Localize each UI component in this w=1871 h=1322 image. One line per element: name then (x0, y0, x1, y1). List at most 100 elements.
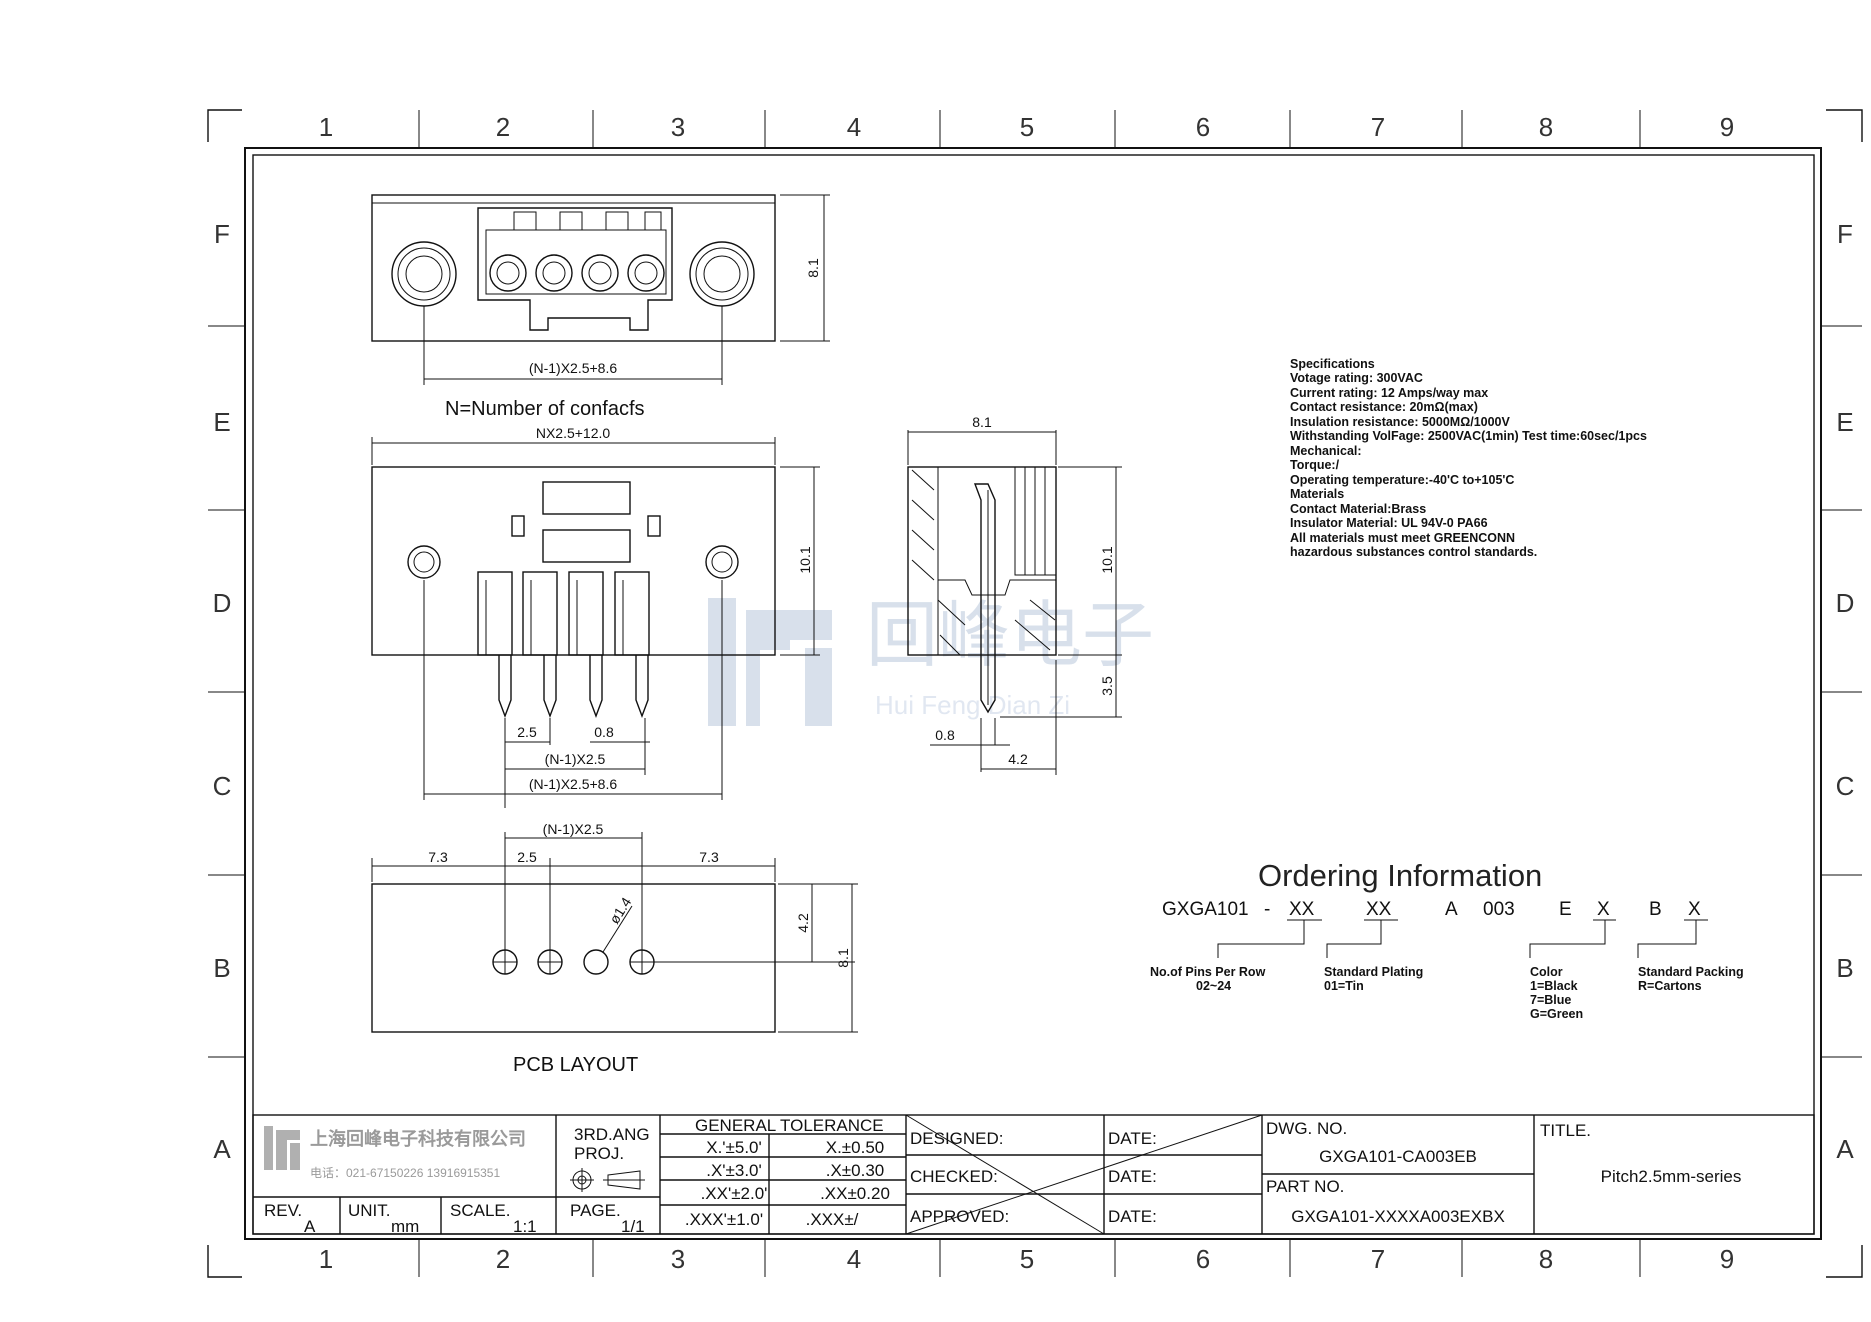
ordering-legend-pins: No.of Pins Per Row (1150, 965, 1266, 979)
ordering-field-plating: XX (1366, 899, 1392, 920)
pin (498, 655, 512, 718)
end-view: 8.1 10.1 3.5 0.8 4.2 (907, 414, 1122, 775)
zone-row-f: F (1837, 219, 1853, 249)
side-dim-top: NX2.5+12.0 (536, 425, 611, 441)
zone-row-c: C (1836, 771, 1855, 801)
pin (589, 655, 603, 718)
unit-value: mm (391, 1217, 419, 1236)
zone-row-a: A (213, 1134, 231, 1164)
housing-slot (568, 571, 604, 656)
scale-label: SCALE. (450, 1201, 510, 1220)
tolerance-linear: X.±0.50 (826, 1138, 884, 1157)
ordering-legend-plating: Standard Plating (1324, 965, 1423, 979)
spec-line: Specifications (1290, 357, 1375, 371)
zone-col-2: 2 (496, 1244, 510, 1274)
tolerance-linear: .XX±0.20 (820, 1184, 890, 1203)
pcb-dim-height: 8.1 (835, 948, 851, 968)
ordering-legend-packing: Standard Packing (1638, 965, 1744, 979)
spec-line: Contact resistance: 20mΩ(max) (1290, 400, 1478, 414)
ordering-legend-color-black: 1=Black (1530, 979, 1578, 993)
front-dim-height: 8.1 (805, 258, 821, 278)
ordering-prefix: GXGA101 (1162, 899, 1249, 920)
watermark-brand-cn: 回峰电子 (866, 596, 1154, 676)
tolerance-angle: .XXX'±1.0' (685, 1210, 763, 1229)
spec-line: Insulator Material: UL 94V-0 PA66 (1290, 516, 1488, 530)
approved-label: APPROVED: (910, 1207, 1009, 1226)
ordering-field-pins: XX (1289, 899, 1315, 920)
zone-col-5: 5 (1020, 1244, 1034, 1274)
ordering-code-a: A (1445, 899, 1458, 920)
pcb-dim-row: 4.2 (795, 913, 811, 933)
rev-value: A (304, 1217, 316, 1236)
ordering-field-color: X (1597, 899, 1610, 920)
designed-label: DESIGNED: (910, 1129, 1004, 1148)
spec-line: hazardous substances control standards. (1290, 545, 1537, 559)
ordering-information: Ordering Information GXGA101 - XX XX A 0… (1150, 858, 1744, 1021)
ordering-code-003: 003 (1483, 899, 1515, 920)
spec-line: All materials must meet GREENCONN (1290, 531, 1515, 545)
pcb-dim-hole: ø1.4 (606, 894, 635, 926)
ordering-code-e: E (1559, 899, 1572, 920)
zone-col-3: 3 (671, 112, 685, 142)
ordering-legend-color-green: G=Green (1530, 1007, 1583, 1021)
checked-date-label: DATE: (1108, 1167, 1157, 1186)
zone-row-b: B (213, 953, 230, 983)
scale-value: 1:1 (513, 1217, 537, 1236)
zone-col-1: 1 (319, 112, 333, 142)
part-no-label: PART NO. (1266, 1177, 1344, 1196)
tolerance-angle: .X'±3.0' (706, 1161, 762, 1180)
zone-column-labels-top: 1 2 3 4 5 6 7 8 9 (319, 112, 1734, 142)
front-dim-bottom: (N-1)X2.5+8.6 (529, 360, 618, 376)
checked-label: CHECKED: (910, 1167, 998, 1186)
company-name-cn: 上海回峰电子科技有限公司 (310, 1128, 526, 1149)
zone-col-2: 2 (496, 112, 510, 142)
zone-col-9: 9 (1720, 112, 1734, 142)
tolerance-angle: .XX'±2.0' (701, 1184, 768, 1203)
spec-line: Operating temperature:-40'C to+105'C (1290, 473, 1514, 487)
ordering-legend-color: Color (1530, 965, 1563, 979)
front-view-caption: N=Number of confacfs (445, 398, 645, 420)
part-no-value: GXGA101-XXXXA003EXBX (1291, 1207, 1505, 1226)
specifications: Specifications Votage rating: 300VAC Cur… (1290, 357, 1647, 559)
title-block: 上海回峰电子科技有限公司 电话：021-67150226 13916915351… (252, 1114, 1815, 1236)
ordering-code-b: B (1649, 899, 1662, 920)
approved-date-label: DATE: (1108, 1207, 1157, 1226)
zone-row-b: B (1836, 953, 1853, 983)
ordering-title: Ordering Information (1258, 858, 1542, 893)
dwg-no-value: GXGA101-CA003EB (1319, 1147, 1477, 1166)
page-value: 1/1 (621, 1217, 645, 1236)
side-dim-span: (N-1)X2.5 (545, 751, 606, 767)
side-dim-pitch: 2.5 (517, 724, 537, 740)
pcb-layout-caption: PCB LAYOUT (513, 1054, 638, 1076)
ordering-legend-color-blue: 7=Blue (1530, 993, 1571, 1007)
projection-line-1: 3RD.ANG (574, 1125, 650, 1144)
housing-slot (522, 571, 558, 656)
zone-col-8: 8 (1539, 1244, 1553, 1274)
zone-col-7: 7 (1371, 1244, 1385, 1274)
spec-line: Insulation resistance: 5000MΩ/1000V (1290, 415, 1511, 429)
dwg-no-label: DWG. NO. (1266, 1119, 1347, 1138)
pcb-dim-left: 7.3 (428, 849, 448, 865)
spec-line: Votage rating: 300VAC (1290, 371, 1423, 385)
side-dim-pin: 0.8 (594, 724, 614, 740)
company-phone: 电话：021-67150226 13916915351 (310, 1166, 500, 1180)
ordering-legend-plating-tin: 01=Tin (1324, 979, 1364, 993)
tolerance-title: GENERAL TOLERANCE (695, 1116, 884, 1135)
zone-col-8: 8 (1539, 112, 1553, 142)
front-view: (N-1)X2.5+8.6 8.1 N=Number of confacfs (371, 194, 830, 420)
zone-col-4: 4 (847, 1244, 861, 1274)
end-dim-pin-len: 3.5 (1099, 676, 1115, 696)
unit-label: UNIT. (348, 1201, 391, 1220)
spec-line: Withstanding VolFage: 2500VAC(1min) Test… (1290, 429, 1647, 443)
spec-line: Contact Material:Brass (1290, 502, 1426, 516)
ordering-dash: - (1264, 899, 1270, 920)
page-label: PAGE. (570, 1201, 621, 1220)
watermark-brand-pinyin: Hui Feng Dian Zi (875, 690, 1070, 720)
pcb-dim-span: (N-1)X2.5 (543, 821, 604, 837)
third-angle-projection-icon (570, 1168, 645, 1192)
spec-line: Current rating: 12 Amps/way max (1290, 386, 1488, 400)
zone-row-e: E (1836, 407, 1853, 437)
side-dim-total: (N-1)X2.5+8.6 (529, 776, 618, 792)
housing-slot (614, 571, 650, 656)
